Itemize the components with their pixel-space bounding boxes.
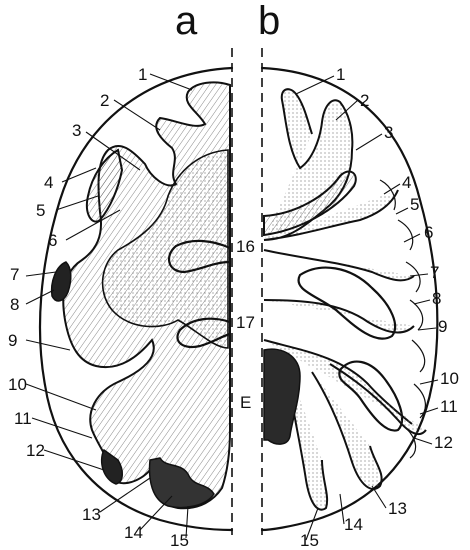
left-label-10: 10 bbox=[8, 375, 27, 394]
left-label-14: 14 bbox=[124, 523, 143, 542]
left-label-12: 12 bbox=[26, 441, 45, 460]
right-label-11: 11 bbox=[440, 397, 458, 416]
right-label-2: 2 bbox=[360, 91, 369, 110]
left-label-16: 16 bbox=[236, 237, 255, 256]
right-label-6: 6 bbox=[424, 223, 433, 242]
left-label-11: 11 bbox=[14, 409, 32, 428]
left-label-4: 4 bbox=[44, 173, 53, 192]
left-label-1: 1 bbox=[138, 65, 147, 84]
left-label-3: 3 bbox=[72, 121, 81, 140]
right-label-4: 4 bbox=[402, 173, 411, 192]
right-lower-branches bbox=[286, 360, 426, 510]
left-label-2: 2 bbox=[100, 91, 109, 110]
left-label-5: 5 bbox=[36, 201, 45, 220]
right-label-15: 15 bbox=[300, 531, 319, 550]
panel-label-b: b bbox=[258, 0, 280, 43]
left-label-7: 7 bbox=[10, 265, 19, 284]
right-label-13: 13 bbox=[388, 499, 407, 518]
right-label-3: 3 bbox=[384, 123, 393, 142]
right-label-1: 1 bbox=[336, 65, 345, 84]
right-label-5: 5 bbox=[410, 195, 419, 214]
left-label-17: 17 bbox=[236, 313, 255, 332]
label-E: E bbox=[240, 393, 251, 412]
right-label-8: 8 bbox=[432, 289, 441, 308]
left-label-6: 6 bbox=[48, 231, 57, 250]
right-label-14: 14 bbox=[344, 515, 363, 534]
right-label-9: 9 bbox=[438, 317, 447, 336]
right-label-12: 12 bbox=[434, 433, 453, 452]
left-label-9: 9 bbox=[8, 331, 17, 350]
right-label-10: 10 bbox=[440, 369, 459, 388]
panel-label-a: a bbox=[175, 0, 198, 43]
left-label-8: 8 bbox=[10, 295, 19, 314]
right-dark-region-E bbox=[264, 349, 300, 444]
right-label-7: 7 bbox=[430, 263, 439, 282]
left-label-13: 13 bbox=[82, 505, 101, 524]
